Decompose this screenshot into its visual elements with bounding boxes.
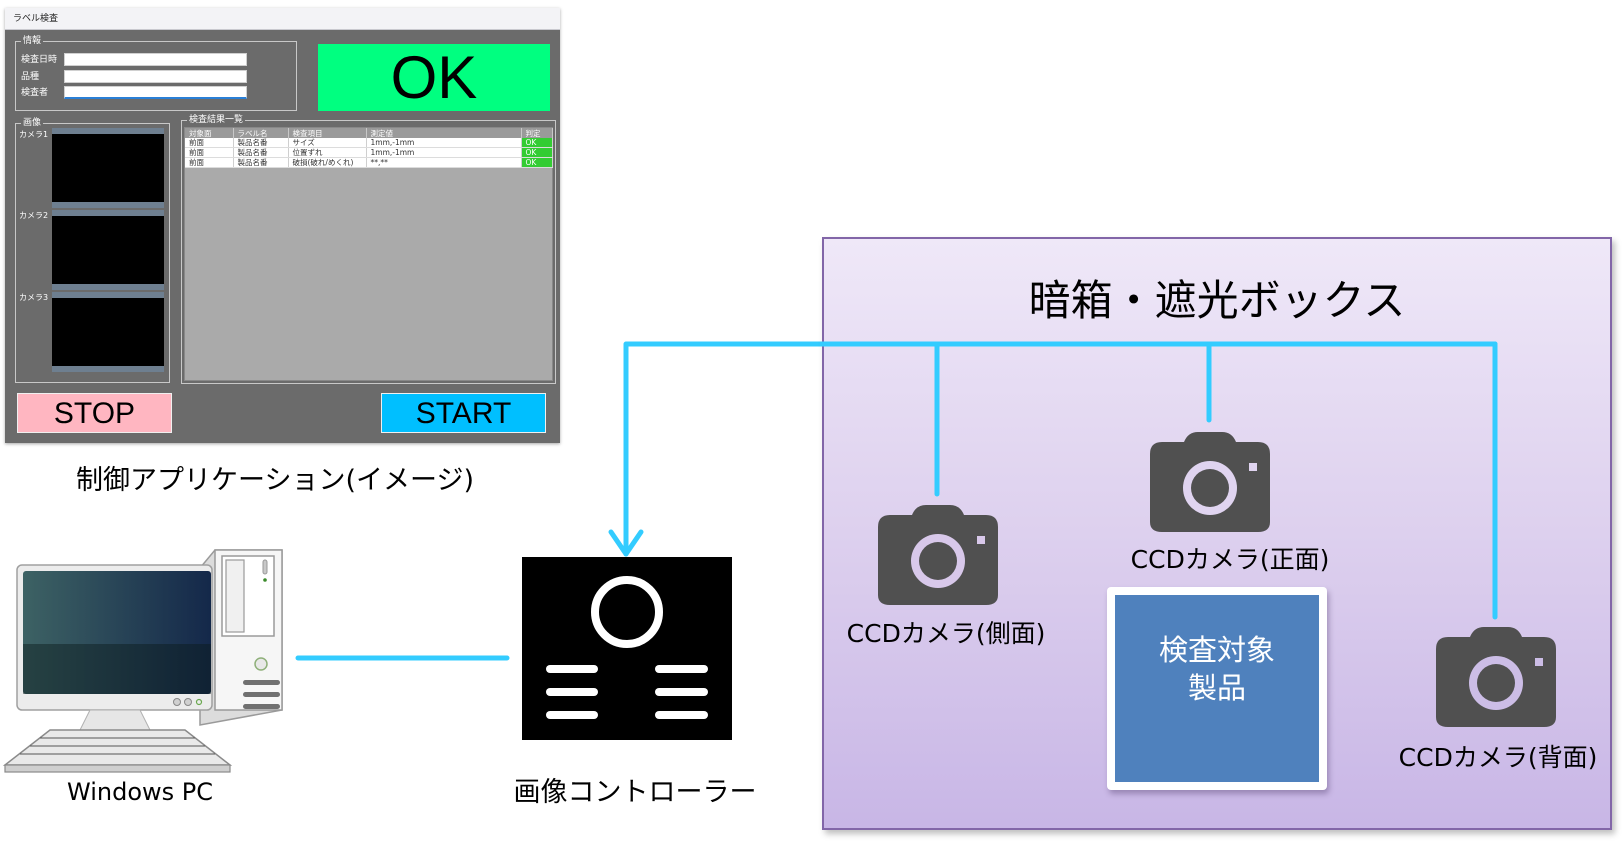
column-header-inspection-item[interactable]: 検査項目	[288, 128, 367, 138]
cell-judgement: OK	[521, 138, 553, 148]
results-group-legend: 検査結果一覧	[187, 114, 246, 126]
column-header-label-name[interactable]: ラベル名	[233, 128, 289, 138]
pc-screen	[23, 571, 211, 694]
ok-status-indicator: OK	[318, 44, 550, 111]
column-header-judgement[interactable]: 判定	[521, 128, 553, 138]
image-group: 画像 カメラ1 カメラ2 カメラ3	[15, 117, 170, 383]
cell-target-face: 前面	[185, 157, 234, 168]
cell-inspection-item: 破損(破れ/めくれ)	[288, 157, 367, 168]
cell-measured-value: **,**	[366, 157, 522, 168]
cell-judgement: OK	[521, 157, 553, 168]
cell-target-face: 前面	[185, 147, 234, 158]
cell-measured-value: 1mm,-1mm	[366, 138, 522, 148]
power-button-icon	[254, 657, 268, 671]
dark-box-title: 暗箱・遮光ボックス	[1028, 276, 1406, 325]
camera-icon	[1436, 627, 1556, 727]
product-label-area: 検査対象 製品	[1115, 595, 1319, 782]
start-button[interactable]: START	[381, 393, 546, 433]
front-camera-label: CCDカメラ(正面)	[1130, 545, 1330, 574]
results-group: 検査結果一覧 対象面 ラベル名 検査項目 測定値 判定	[181, 114, 556, 384]
cell-target-face: 前面	[185, 138, 234, 148]
cell-label-name: 製品名番	[233, 147, 289, 158]
results-header-row: 対象面 ラベル名 検査項目 測定値 判定	[185, 128, 553, 138]
column-header-target-face[interactable]: 対象面	[185, 128, 234, 138]
image-controller-icon	[522, 557, 732, 740]
results-table-area: 対象面 ラベル名 検査項目 測定値 判定 前面 製品名番 サイズ 1mm,-1m…	[184, 127, 553, 381]
field-label-inspection-datetime: 検査日時	[21, 55, 58, 65]
controller-caption: 画像コントローラー	[513, 777, 757, 808]
pc-keyboard	[2, 729, 233, 766]
app-caption: 制御アプリケーション(イメージ)	[76, 465, 474, 496]
camera-1-label: カメラ1	[19, 130, 49, 139]
table-row[interactable]: 前面 製品名番 位置ずれ 1mm,-1mm OK	[185, 147, 553, 158]
cell-judgement: OK	[521, 147, 553, 158]
cell-inspection-item: 位置ずれ	[288, 147, 367, 158]
column-header-measured-value[interactable]: 測定値	[366, 128, 522, 138]
cell-inspection-item: サイズ	[288, 138, 367, 148]
pc-caption: Windows PC	[67, 778, 213, 806]
camera-icon	[878, 505, 998, 605]
results-table: 対象面 ラベル名 検査項目 測定値 判定 前面 製品名番 サイズ 1mm,-1m…	[185, 128, 553, 168]
inspection-target-product: 検査対象 製品	[1107, 587, 1327, 790]
product-label-line1: 検査対象	[1158, 632, 1275, 667]
arrow-head-icon	[608, 529, 644, 557]
camera-3-view	[52, 292, 164, 372]
app-window-title: ラベル検査	[13, 14, 59, 24]
field-label-product-type: 品種	[21, 72, 40, 82]
image-group-legend: 画像	[21, 117, 44, 129]
back-camera-label: CCDカメラ(背面)	[1398, 743, 1598, 772]
stop-button[interactable]: STOP	[17, 393, 172, 433]
windows-pc-icon	[2, 549, 283, 773]
camera-icon	[1150, 432, 1270, 532]
app-window: ラベル検査 情報 検査日時 品種 検査者 OK 画像 カメラ1 カメラ2 カメラ…	[5, 8, 560, 443]
info-group: 情報 検査日時 品種 検査者	[15, 35, 297, 111]
inspection-datetime-input[interactable]	[64, 53, 247, 66]
camera-2-label: カメラ2	[19, 211, 49, 220]
cell-measured-value: 1mm,-1mm	[366, 147, 522, 158]
camera-1-view	[52, 128, 164, 208]
app-title-bar: ラベル検査	[5, 8, 560, 30]
inspector-input[interactable]	[64, 86, 247, 99]
info-group-legend: 情報	[21, 35, 44, 47]
table-row[interactable]: 前面 製品名番 サイズ 1mm,-1mm OK	[185, 138, 553, 148]
camera-2-view	[52, 210, 164, 290]
table-row[interactable]: 前面 製品名番 破損(破れ/めくれ) **,** OK	[185, 157, 553, 168]
field-label-inspector: 検査者	[21, 88, 49, 98]
cell-label-name: 製品名番	[233, 157, 289, 168]
product-type-input[interactable]	[64, 70, 247, 83]
product-label-line2: 製品	[1187, 670, 1246, 705]
side-camera-label: CCDカメラ(側面)	[846, 619, 1046, 648]
camera-3-label: カメラ3	[19, 293, 49, 302]
cell-label-name: 製品名番	[233, 138, 289, 148]
